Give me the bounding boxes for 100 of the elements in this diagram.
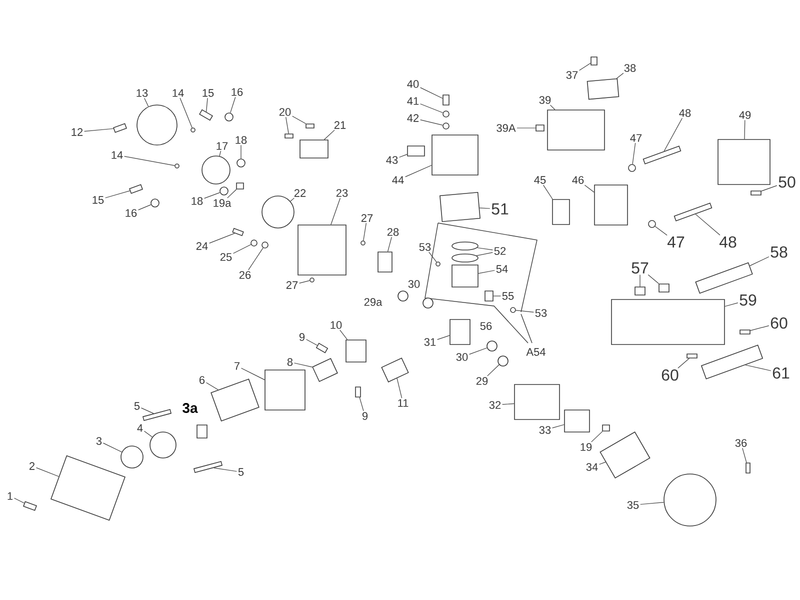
engine-part	[442, 122, 450, 130]
leader-line	[750, 325, 770, 331]
leader-line	[292, 116, 306, 124]
callout-number: 29a	[364, 298, 382, 306]
callout-number: 58	[770, 246, 788, 258]
leader-line	[616, 72, 624, 79]
engine-part	[436, 262, 440, 266]
leader-line	[124, 156, 175, 166]
callout-number: 48	[719, 236, 736, 248]
engine-part	[262, 196, 294, 228]
engine-part	[129, 184, 143, 194]
engine-part	[648, 220, 656, 228]
engine-part	[298, 224, 346, 276]
callout-number: 13	[136, 89, 148, 97]
engine-part	[484, 290, 494, 302]
callout-number: 5	[238, 468, 244, 476]
callout-number: 59	[740, 294, 756, 306]
callout-number: 27	[361, 214, 373, 222]
engine-part	[306, 124, 314, 128]
engine-part	[590, 56, 598, 66]
leader-line	[324, 130, 335, 140]
leader-line	[359, 397, 364, 412]
callout-number: 9	[299, 333, 305, 341]
engine-part	[664, 474, 716, 526]
callout-number: 17	[216, 142, 228, 150]
callout-number: 22	[294, 189, 306, 197]
engine-part	[536, 124, 544, 132]
callout-number: 45	[534, 176, 546, 184]
callout-number: 34	[586, 463, 598, 471]
engine-part	[686, 354, 698, 358]
leader-line	[599, 462, 606, 465]
leader-line	[428, 252, 437, 262]
callout-number: 47	[667, 236, 684, 248]
leader-line	[695, 214, 720, 236]
engine-part	[310, 278, 314, 282]
engine-part	[150, 198, 160, 208]
leader-line	[745, 364, 772, 372]
callout-number: 31	[424, 338, 436, 346]
callout-number: 60	[770, 317, 788, 329]
engine-part	[452, 264, 478, 288]
engine-part	[220, 186, 228, 196]
leader-line	[387, 236, 392, 252]
leader-line	[306, 339, 318, 346]
leader-line	[640, 502, 664, 505]
callout-number: 32	[489, 401, 501, 409]
leader-line	[102, 442, 122, 452]
leader-line	[230, 96, 236, 114]
engine-part	[432, 134, 478, 176]
leader-line	[479, 208, 490, 209]
engine-part	[284, 134, 294, 138]
callout-number: 46	[572, 176, 584, 184]
callout-number: 53	[535, 309, 547, 317]
leader-line	[591, 431, 603, 442]
callout-number: 48	[679, 109, 691, 117]
leader-line	[678, 358, 690, 368]
engine-part	[190, 128, 196, 132]
engine-part	[586, 78, 620, 100]
leader-line	[105, 190, 130, 198]
engine-part	[442, 94, 450, 106]
callout-number: 26	[239, 271, 251, 279]
callout-number: 30	[456, 353, 468, 361]
engine-part	[746, 462, 750, 474]
engine-part	[174, 164, 180, 168]
callout-number: 5	[134, 402, 140, 410]
engine-part	[514, 384, 560, 420]
leader-line	[299, 280, 310, 284]
leader-line	[396, 378, 402, 398]
leader-line	[579, 62, 591, 71]
engine-part	[442, 110, 450, 118]
leader-line	[180, 98, 192, 128]
callout-number: 19a	[214, 199, 232, 207]
engine-part	[718, 139, 770, 185]
callout-number: 24	[196, 242, 208, 250]
leader-line	[209, 233, 235, 244]
engine-part	[452, 242, 478, 250]
leader-line	[227, 189, 237, 198]
callout-number: 12	[72, 128, 83, 136]
engine-part	[312, 358, 338, 382]
leader-line	[552, 424, 564, 428]
callout-number: 38	[624, 64, 636, 72]
leader-line	[240, 144, 242, 159]
engine-part	[750, 190, 762, 196]
leader-line	[584, 184, 594, 192]
engine-part	[23, 501, 37, 511]
leader-line	[294, 362, 312, 368]
engine-part	[695, 262, 753, 294]
callout-number: 51	[492, 203, 508, 215]
callout-number: 18	[236, 136, 247, 144]
callout-number: 33	[539, 426, 551, 434]
callout-number: 3	[96, 437, 102, 445]
engine-part	[210, 378, 260, 422]
leader-line	[478, 270, 495, 274]
leader-line	[744, 120, 746, 140]
callout-number: 47	[630, 134, 642, 142]
leader-line	[516, 310, 534, 313]
engine-part	[564, 410, 590, 432]
leader-line	[286, 116, 289, 134]
leader-line	[664, 118, 683, 152]
leader-line	[206, 382, 218, 390]
callout-number: 54	[496, 265, 508, 273]
